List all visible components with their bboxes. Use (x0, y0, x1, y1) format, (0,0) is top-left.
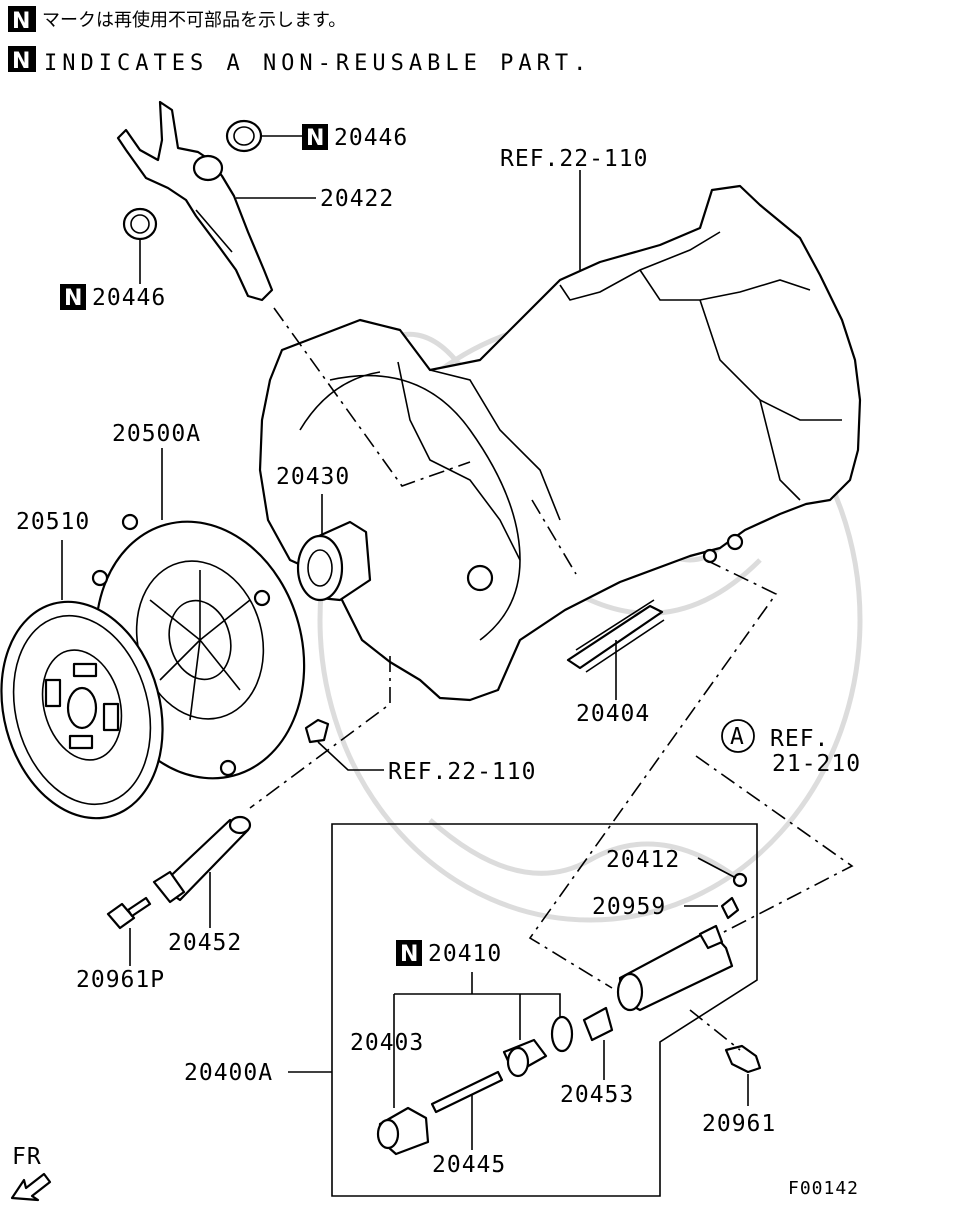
leader-lines (61, 135, 749, 1150)
label-ref-21-210-line1: REF. (770, 726, 829, 752)
bolt-20961P (106, 896, 152, 930)
bolt-20961 (724, 1044, 762, 1074)
n-badge-text: N (12, 9, 30, 34)
n-badge-text: N (400, 942, 418, 967)
bleeder-20959 (720, 896, 740, 920)
push-rod-20445 (430, 1070, 504, 1114)
label-20412: 20412 (606, 847, 680, 873)
n-badge-icon (396, 940, 422, 966)
label-ref-22-110-mid: REF.22-110 (388, 759, 536, 785)
assembly-line (273, 307, 471, 487)
ref-a-circle (721, 719, 755, 753)
fr-arrow-icon (10, 1172, 52, 1202)
seal-ring-top (225, 119, 263, 153)
non-reusable-note-en: N INDICATES A NON-REUSABLE PART. (8, 46, 591, 76)
label-20961: 20961 (702, 1111, 776, 1137)
seal-20410-ring (550, 1015, 574, 1053)
label-20453: 20453 (560, 1082, 634, 1108)
note-en-text: INDICATES A NON-REUSABLE PART. (44, 51, 591, 76)
label-ref-21-210-line2: 21-210 (772, 751, 861, 777)
label-20452: 20452 (168, 930, 242, 956)
n-badge-icon (8, 6, 36, 32)
n-badge-text: N (12, 49, 30, 74)
assembly-line (249, 656, 391, 809)
kit-box (331, 823, 758, 1197)
figure-code: F00142 (788, 1178, 859, 1199)
n-badge-icon (8, 46, 36, 72)
label-ref-22-110-top: REF.22-110 (500, 146, 648, 172)
release-fork (116, 100, 274, 302)
label-20510: 20510 (16, 509, 90, 535)
label-20430: 20430 (276, 464, 350, 490)
transmission-case (258, 184, 862, 702)
n-badge-icon (60, 284, 86, 310)
clutch-pipe (566, 599, 665, 673)
label-20410: 20410 (428, 941, 502, 967)
label-20500A: 20500A (112, 421, 201, 447)
pivot-pin (152, 815, 252, 904)
seal-ring-left (122, 207, 158, 241)
note-jp-text: マークは再使用不可部品を示します。 (42, 10, 346, 31)
non-reusable-note-jp: N マークは再使用不可部品を示します。 (8, 6, 346, 34)
label-20400A: 20400A (184, 1060, 273, 1086)
boot-20453 (582, 1006, 614, 1042)
n-badge-text: N (64, 286, 82, 311)
label-20961P: 20961P (76, 967, 165, 993)
label-20959: 20959 (592, 894, 666, 920)
fr-label: FR (12, 1144, 42, 1170)
label-20445: 20445 (432, 1152, 506, 1178)
cap-20412 (732, 872, 748, 888)
repair-kit-parts (376, 1006, 614, 1156)
assembly-line (695, 755, 854, 935)
ref-a-letter: A (730, 724, 745, 750)
label-20446-left: 20446 (92, 285, 166, 311)
assembly-line (531, 499, 577, 575)
label-20446-top: 20446 (334, 125, 408, 151)
assembly-line (528, 559, 778, 989)
n-badge-icon (302, 124, 328, 150)
clutch-disc (0, 600, 164, 820)
label-20404: 20404 (576, 701, 650, 727)
slave-cylinder (616, 872, 762, 1074)
n-badge-text: N (306, 126, 324, 151)
release-bearing (296, 520, 372, 602)
assembly-line (689, 1009, 741, 1051)
label-20422: 20422 (320, 186, 394, 212)
label-20403: 20403 (350, 1030, 424, 1056)
dowel-pin (304, 718, 330, 744)
